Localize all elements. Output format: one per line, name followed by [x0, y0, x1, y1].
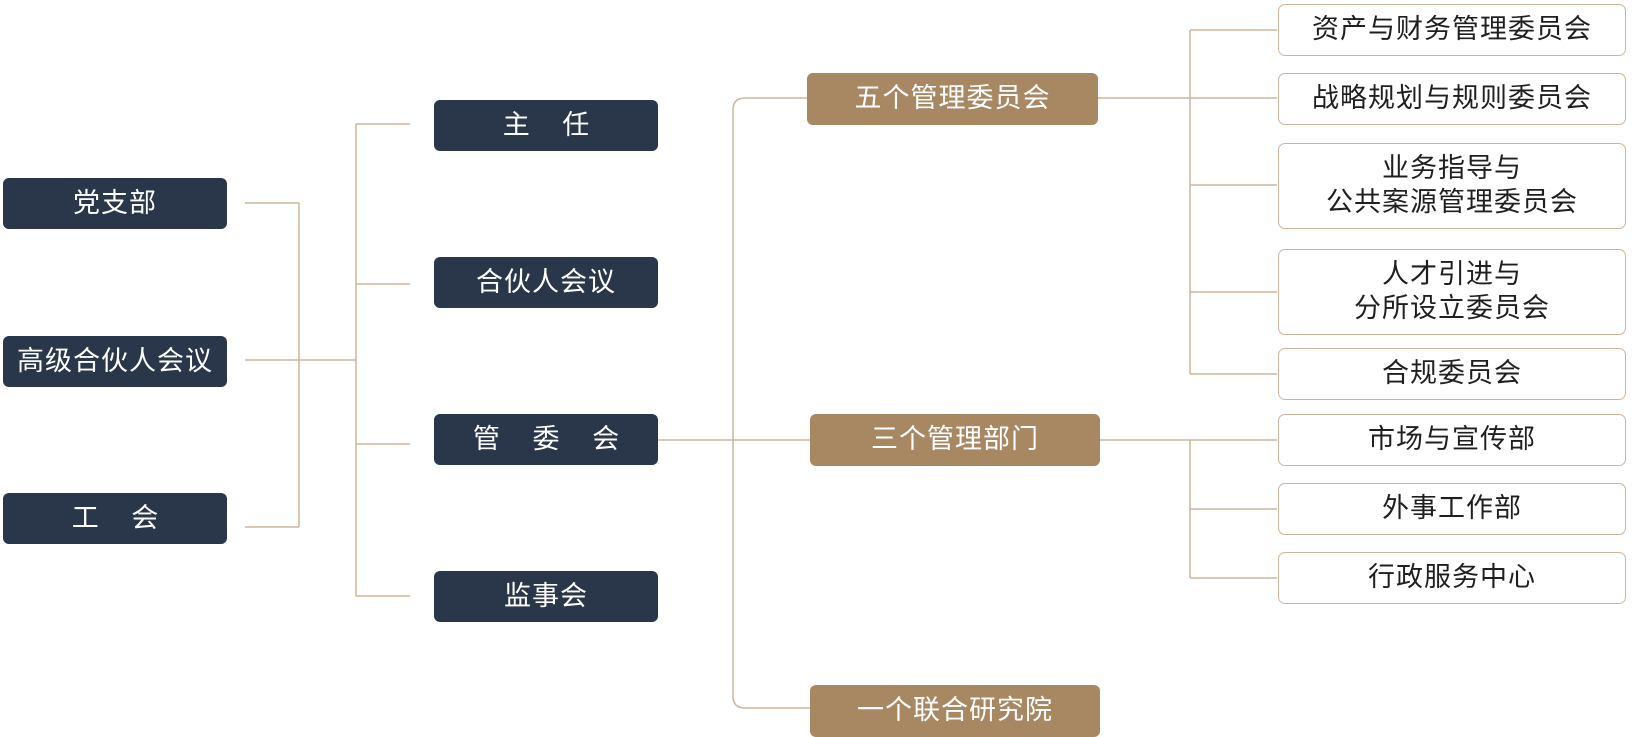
- node-committee-1: 资产与财务管理委员会: [1278, 4, 1626, 56]
- node-partner-meeting: 合伙人会议: [434, 257, 658, 308]
- label-department-3: 行政服务中心: [1368, 562, 1536, 594]
- label-supervisory-board: 监事会: [504, 580, 588, 612]
- node-committee-4: 人才引进与 分所设立委员会: [1278, 249, 1626, 335]
- node-management-committee: 管 委 会: [434, 414, 658, 465]
- node-committee-3: 业务指导与 公共案源管理委员会: [1278, 143, 1626, 229]
- label-director: 主 任: [502, 109, 602, 141]
- label-partner-meeting: 合伙人会议: [476, 266, 616, 298]
- node-director: 主 任: [434, 100, 658, 151]
- label-management-committee: 管 委 会: [472, 423, 632, 455]
- label-department-1: 市场与宣传部: [1368, 424, 1536, 456]
- node-three-departments: 三个管理部门: [810, 414, 1100, 466]
- node-five-committees: 五个管理委员会: [807, 73, 1098, 125]
- label-committee-2: 战略规划与规则委员会: [1312, 83, 1592, 115]
- label-committee-1: 资产与财务管理委员会: [1312, 14, 1592, 46]
- label-three-departments: 三个管理部门: [871, 424, 1039, 456]
- label-committee-5: 合规委员会: [1382, 358, 1522, 390]
- label-committee-3: 业务指导与 公共案源管理委员会: [1326, 153, 1578, 218]
- node-party-branch: 党支部: [3, 178, 227, 229]
- node-committee-2: 战略规划与规则委员会: [1278, 73, 1626, 125]
- label-five-committees: 五个管理委员会: [854, 83, 1051, 115]
- node-senior-partner-meeting: 高级合伙人会议: [3, 336, 227, 387]
- node-research-institute: 一个联合研究院: [810, 685, 1100, 737]
- label-department-2: 外事工作部: [1382, 493, 1522, 525]
- label-labor-union: 工 会: [71, 502, 171, 534]
- node-department-1: 市场与宣传部: [1278, 414, 1626, 466]
- node-committee-5: 合规委员会: [1278, 348, 1626, 400]
- node-supervisory-board: 监事会: [434, 571, 658, 622]
- label-senior-partner-meeting: 高级合伙人会议: [17, 345, 213, 377]
- connector-branch-spine: [732, 97, 810, 709]
- label-research-institute: 一个联合研究院: [857, 695, 1053, 727]
- label-committee-4: 人才引进与 分所设立委员会: [1354, 259, 1550, 324]
- label-party-branch: 党支部: [73, 187, 157, 219]
- node-labor-union: 工 会: [3, 493, 227, 544]
- node-department-3: 行政服务中心: [1278, 552, 1626, 604]
- node-department-2: 外事工作部: [1278, 483, 1626, 535]
